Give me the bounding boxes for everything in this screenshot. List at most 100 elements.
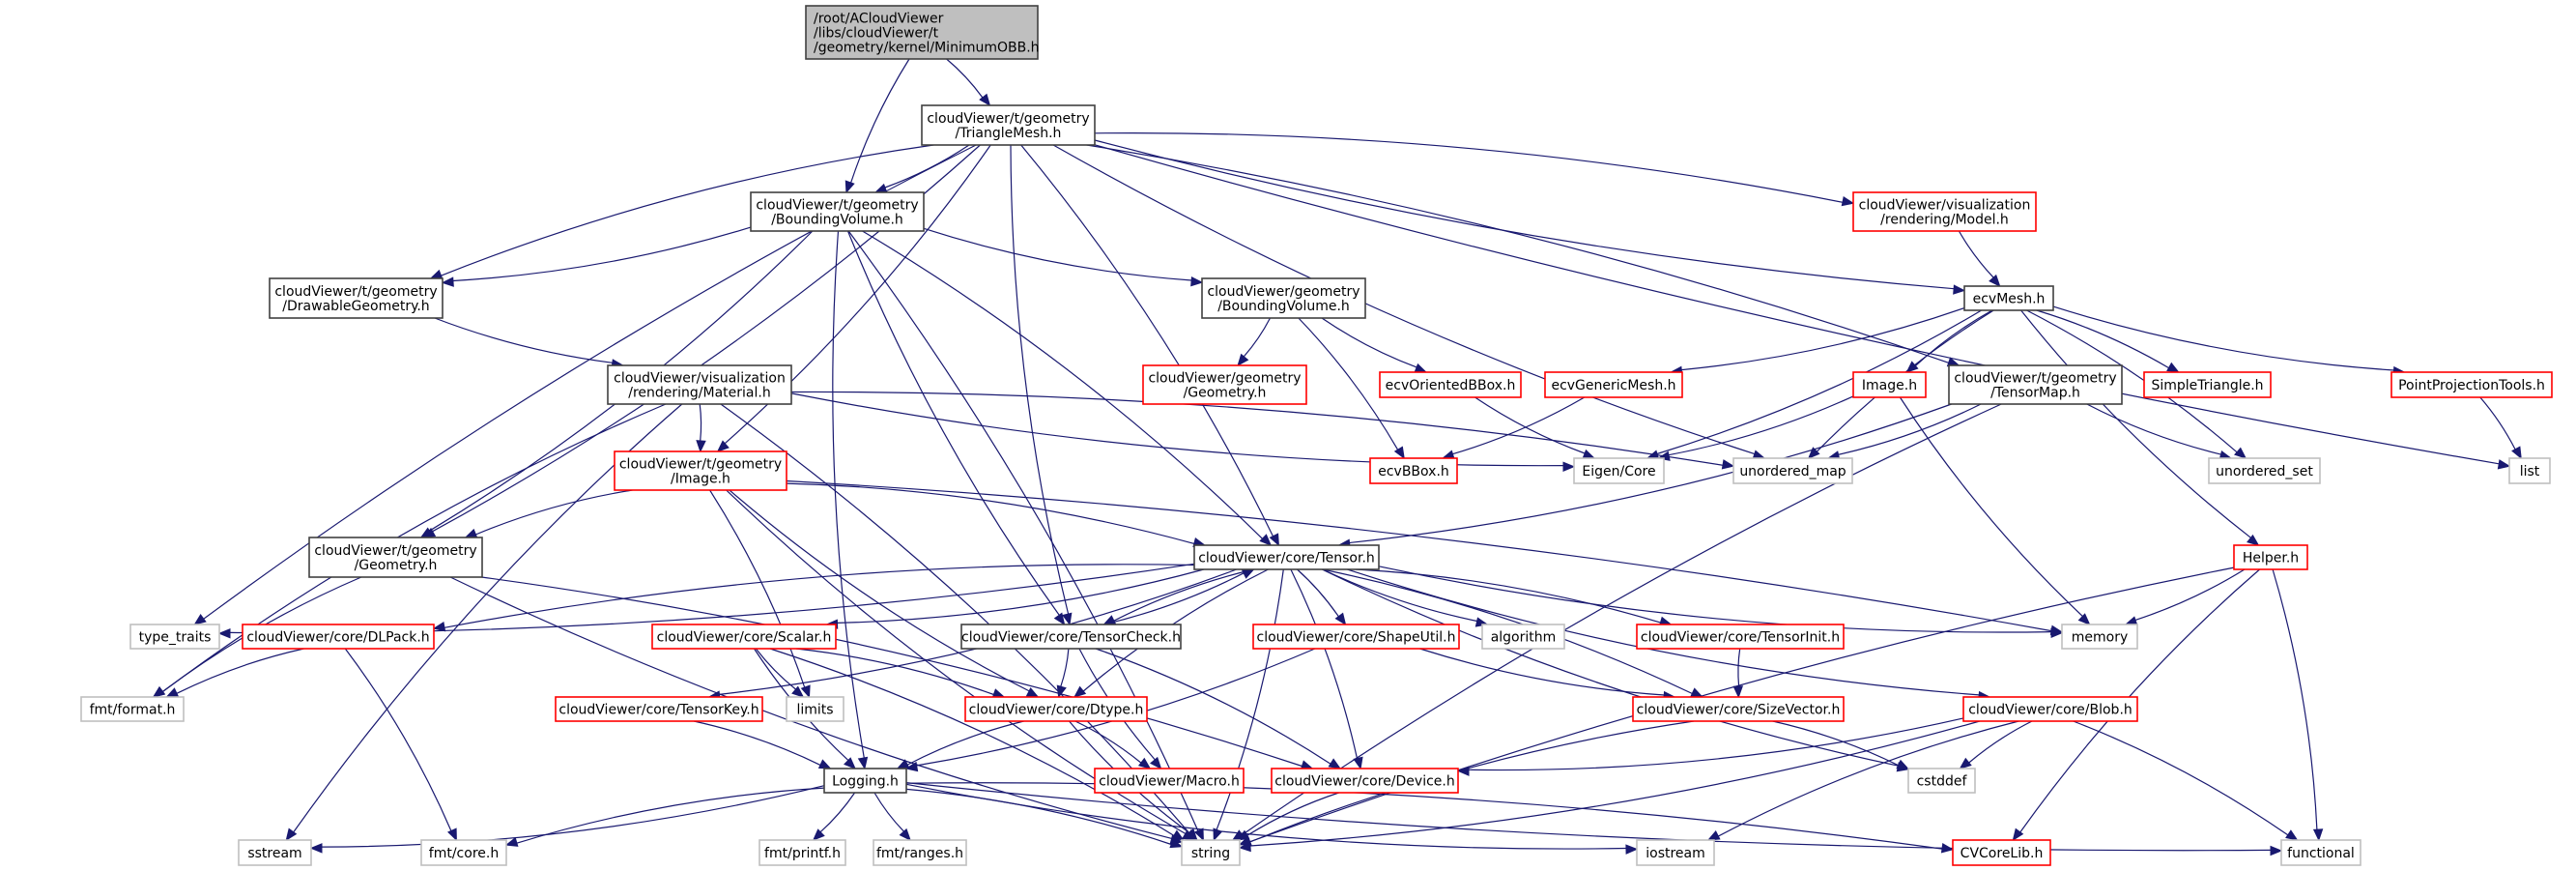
arrowhead-icon <box>1721 459 1735 470</box>
node-box <box>420 839 507 866</box>
edge-line <box>1246 792 1339 836</box>
node-device[interactable]: cloudViewer/core/Device.h <box>1271 768 1459 794</box>
node-imageh[interactable]: Image.h <box>1852 371 1927 398</box>
node-fmtcore: fmt/core.h <box>420 839 507 866</box>
arrowhead-icon <box>1236 829 1250 841</box>
node-pointproj[interactable]: PointProjectionTools.h <box>2390 371 2553 398</box>
arrowhead-icon <box>857 756 869 770</box>
edge-tmesh-to-tensorcheck <box>1010 144 1073 626</box>
edge-line <box>720 403 1190 833</box>
node-box <box>2390 371 2553 398</box>
node-box <box>2208 457 2321 484</box>
node-label: iostream <box>1646 846 1705 861</box>
node-label: /geometry/kernel/MinimumOBB.h <box>814 41 1040 56</box>
node-sizevector[interactable]: cloudViewer/core/SizeVector.h <box>1632 696 1845 722</box>
arrowhead-icon <box>1896 759 1910 769</box>
node-algorithm: algorithm <box>1481 624 1565 650</box>
arrowhead-icon <box>1269 533 1279 547</box>
node-logging[interactable]: Logging.h <box>823 768 907 794</box>
node-genericmesh[interactable]: ecvGenericMesh.h <box>1544 371 1683 398</box>
node-label: functional <box>2287 846 2355 861</box>
edge-genericmesh-to-ecvbbox <box>1441 396 1586 460</box>
nodes-layer: /root/ACloudViewer/libs/cloudViewer/t/ge… <box>80 5 2553 866</box>
node-orientedbbox[interactable]: ecvOrientedBBox.h <box>1379 371 1522 398</box>
node-label: cloudViewer/core/SizeVector.h <box>1637 703 1841 718</box>
node-box <box>1732 457 1853 484</box>
edge-tensor-to-tensorinit <box>1356 568 1673 626</box>
node-cvcorelib[interactable]: CVCoreLib.h <box>1952 839 2051 866</box>
edge-line <box>516 787 825 844</box>
edge-tensorcheck-to-device <box>1095 648 1342 769</box>
edge-tensor-to-algorithm <box>1322 568 1489 627</box>
edge-tensorcheck-to-dtype <box>1056 648 1070 699</box>
edge-tbv-to-drawable <box>441 226 752 287</box>
arrowhead-icon <box>1169 838 1184 849</box>
node-drawable[interactable]: cloudViewer/t/geometry/DrawableGeometry.… <box>269 277 444 319</box>
node-label: cloudViewer/visualization <box>614 371 786 387</box>
edge-line <box>1899 396 2083 618</box>
node-dlpack[interactable]: cloudViewer/core/DLPack.h <box>242 624 435 650</box>
arrowhead-icon <box>791 685 805 698</box>
node-label: Logging.h <box>832 774 899 790</box>
edge-blob-to-cstddef <box>1959 720 2033 769</box>
node-label: ecvMesh.h <box>1973 292 2046 307</box>
edge-line <box>905 782 2272 852</box>
arrowhead-icon <box>1190 276 1204 287</box>
node-box <box>269 277 444 319</box>
node-tbv[interactable]: cloudViewer/t/geometry/BoundingVolume.h <box>750 191 925 232</box>
node-box <box>2508 457 2551 484</box>
node-tensorinit[interactable]: cloudViewer/core/TensorInit.h <box>1636 624 1845 650</box>
node-label: Helper.h <box>2243 551 2299 566</box>
node-label: /Geometry.h <box>355 558 438 573</box>
node-tensormap[interactable]: cloudViewer/t/geometry/TensorMap.h <box>1948 364 2123 405</box>
edge-tensor-to-shapeutil <box>1297 568 1347 626</box>
node-macro[interactable]: cloudViewer/Macro.h <box>1094 768 1245 794</box>
node-tensorcheck[interactable]: cloudViewer/core/TensorCheck.h <box>960 624 1182 650</box>
node-dtype[interactable]: cloudViewer/core/Dtype.h <box>964 696 1148 722</box>
edge-material-to-umap <box>790 391 1735 470</box>
edge-line <box>2086 403 2221 455</box>
node-tensorkey[interactable]: cloudViewer/core/TensorKey.h <box>555 696 763 722</box>
node-shapeutil[interactable]: cloudViewer/core/ShapeUtil.h <box>1252 624 1460 650</box>
arrowhead-icon <box>2312 828 2324 842</box>
edge-tbv-to-gbv <box>923 227 1204 287</box>
arrowhead-icon <box>309 843 323 854</box>
arrowhead-icon <box>1241 568 1255 579</box>
node-box <box>1252 624 1460 650</box>
arrowhead-icon <box>1053 612 1066 626</box>
node-blob[interactable]: cloudViewer/core/Blob.h <box>1962 696 2138 722</box>
node-typetraits: type_traits <box>129 624 220 650</box>
edge-line <box>475 489 633 536</box>
edge-line <box>847 230 1199 831</box>
edge-line <box>709 489 806 688</box>
node-helper[interactable]: Helper.h <box>2233 544 2308 570</box>
arrowhead-icon <box>979 93 991 107</box>
node-tensor[interactable]: cloudViewer/core/Tensor.h <box>1193 544 1380 570</box>
node-timage[interactable]: cloudViewer/t/geometry/Image.h <box>614 450 787 491</box>
node-tgeom[interactable]: cloudViewer/t/geometry/Geometry.h <box>308 537 483 578</box>
node-functional: functional <box>2280 839 2361 866</box>
node-gbv[interactable]: cloudViewer/geometry/BoundingVolume.h <box>1201 277 1366 319</box>
node-box <box>873 839 967 866</box>
node-box <box>921 104 1096 146</box>
node-box <box>614 450 787 491</box>
node-box <box>1369 457 1458 484</box>
node-simpletri[interactable]: SimpleTriangle.h <box>2143 371 2272 398</box>
edge-line <box>1094 132 1844 203</box>
node-box <box>1201 277 1366 319</box>
node-model[interactable]: cloudViewer/visualization/rendering/Mode… <box>1852 191 2037 232</box>
node-scalar[interactable]: cloudViewer/core/Scalar.h <box>651 624 837 650</box>
node-ggeom[interactable]: cloudViewer/geometry/Geometry.h <box>1142 364 1307 405</box>
edge-line <box>1717 720 2019 837</box>
node-ecvmesh[interactable]: ecvMesh.h <box>1963 285 2054 311</box>
node-tmesh[interactable]: cloudViewer/t/geometry/TriangleMesh.h <box>921 104 1096 146</box>
edge-tensor-to-memory <box>1378 566 2064 639</box>
edge-line <box>790 391 1724 466</box>
edge-line <box>2020 309 2251 538</box>
node-ecvbbox[interactable]: ecvBBox.h <box>1369 457 1458 484</box>
edge-line <box>769 648 1175 836</box>
node-box <box>607 364 792 405</box>
node-material[interactable]: cloudViewer/visualization/rendering/Mate… <box>607 364 792 405</box>
node-label: /libs/cloudViewer/t <box>814 26 939 42</box>
